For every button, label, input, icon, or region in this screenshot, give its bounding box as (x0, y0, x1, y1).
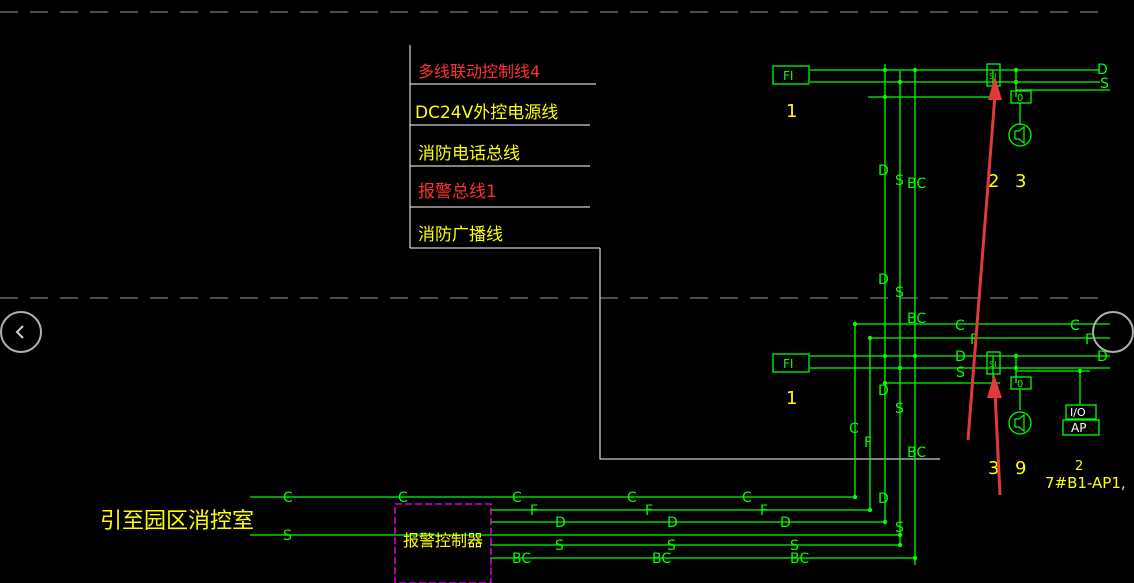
si-label-lower: SI (989, 360, 996, 369)
legend-dc24v-power: DC24V外控电源线 (415, 103, 558, 123)
line-letter: S (895, 173, 904, 189)
line-letter: D (878, 163, 889, 179)
line-letter: S (555, 538, 564, 554)
cad-drawing: 多线联动控制线4 DC24V外控电源线 消防电话总线 报警总线1 消防广播线 (0, 11, 1126, 583)
line-letter: S (956, 365, 965, 381)
num-9-lower: 9 (1015, 458, 1026, 479)
line-letter: F (864, 435, 872, 451)
line-letter: F (1085, 332, 1093, 348)
num-1-upper: 1 (786, 101, 797, 122)
line-letter: D (667, 515, 678, 531)
line-letter: BC (790, 551, 809, 567)
alarm-controller-box (394, 503, 492, 583)
o-label-upper: 0 (1017, 93, 1023, 104)
line-letter: BC (652, 551, 671, 567)
arrow-head-lower (987, 374, 1002, 398)
fi-label-lower: FI (783, 357, 793, 371)
num-2-lower: 2 (1075, 459, 1083, 474)
legend-box (409, 45, 940, 460)
ap-label: AP (1071, 421, 1086, 435)
line-letter: F (645, 503, 653, 519)
to-control-room-label: 引至园区消控室 (100, 509, 254, 534)
line-letter: BC (907, 445, 926, 461)
line-letter: F (530, 503, 538, 519)
line-letter: D (878, 491, 889, 507)
line-letter: D (878, 272, 889, 288)
num-2-upper: 2 (988, 171, 999, 192)
line-letter: C (849, 421, 859, 437)
line-letter: D (878, 383, 889, 399)
line-letter: D (780, 515, 791, 531)
legend-fire-broadcast: 消防广播线 (418, 225, 503, 245)
panel-ref-label: 7#B1-AP1, (1045, 474, 1126, 492)
line-letter: S (790, 538, 799, 554)
line-letter: S (895, 285, 904, 301)
line-letter: S (283, 528, 292, 544)
frame-dashes (0, 11, 1110, 299)
line-letter: F (970, 332, 978, 348)
si-label-upper: SI (989, 72, 996, 81)
prev-button[interactable] (0, 311, 42, 353)
junction-dots (852, 67, 1083, 561)
num-3-upper: 3 (1015, 171, 1026, 192)
num-1-lower: 1 (786, 388, 797, 409)
line-letter: F (760, 503, 768, 519)
arrow-line-upper (966, 94, 997, 441)
line-letter: C (627, 490, 637, 506)
legend-multi-line-control: 多线联动控制线4 (418, 62, 540, 81)
line-letter: D (1097, 62, 1108, 78)
line-letter: BC (907, 311, 926, 327)
line-letter: D (955, 349, 966, 365)
arrow-head-upper (988, 76, 1002, 100)
legend-alarm-bus: 报警总线1 (418, 182, 497, 202)
line-letter: BC (907, 176, 926, 192)
line-letter: D (555, 515, 566, 531)
line-letter: BC (512, 551, 531, 567)
line-letter: C (955, 318, 965, 334)
line-type-letters: D S BC D S BC C F D S C F D D S D S C F … (283, 62, 1109, 567)
line-letter: C (283, 490, 293, 506)
annotation-arrows (966, 76, 1002, 496)
wiring (250, 63, 1110, 565)
o-label-lower: 0 (1017, 379, 1023, 390)
line-letter: S (895, 520, 904, 536)
alarm-controller-label: 报警控制器 (403, 531, 483, 550)
next-button[interactable] (1092, 311, 1134, 353)
legend-fire-phone-bus: 消防电话总线 (418, 144, 520, 164)
line-letter: S (895, 401, 904, 417)
num-3-lower: 3 (988, 458, 999, 479)
line-letter: D (1097, 349, 1108, 365)
line-letter: S (667, 538, 676, 554)
speaker-icon (1014, 125, 1025, 433)
chevron-left-icon (15, 325, 24, 339)
arrow-line-lower (993, 391, 1002, 496)
line-letter: C (1070, 318, 1080, 334)
line-letter: S (1100, 76, 1109, 92)
line-letter: C (512, 490, 522, 506)
fi-label-upper: FI (783, 69, 793, 83)
line-letter: C (742, 490, 752, 506)
line-letter: C (398, 490, 408, 506)
io-label: I/O (1070, 406, 1086, 419)
